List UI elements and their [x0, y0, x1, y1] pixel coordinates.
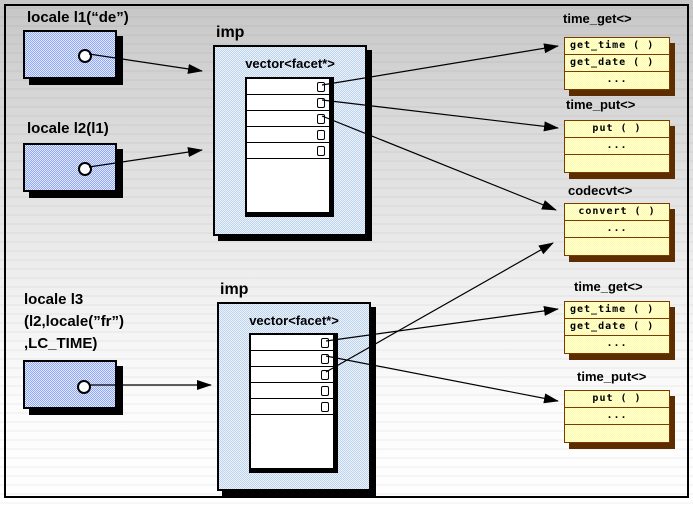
- facet-pointer-icon: [317, 114, 325, 124]
- facet-pointer-icon: [321, 386, 329, 396]
- facet-method-row: get_time ( ): [565, 302, 669, 319]
- locale-l1-box: [23, 30, 117, 79]
- facet-pointer-icon: [317, 146, 325, 156]
- facet-time-put-1-box: put ( ) ...: [564, 120, 670, 173]
- facet-method-row: ...: [565, 138, 669, 155]
- facet-pointer-icon: [321, 338, 329, 348]
- vector-slot: [247, 127, 329, 143]
- facet-pointer-icon: [321, 402, 329, 412]
- facet-method-row: [565, 425, 669, 441]
- imp-b-vector-table: [249, 333, 338, 473]
- locale-l3-box: [23, 360, 117, 409]
- locale-l3-label-line1: locale l3: [24, 291, 84, 308]
- locale-l3-label-line2: (l2,locale(”fr”): [24, 313, 125, 330]
- vector-slot: [247, 95, 329, 111]
- facet-pointer-icon: [317, 98, 325, 108]
- locale-l2-label: locale l2(l1): [27, 120, 109, 137]
- vector-slot: [251, 367, 333, 383]
- facet-method-row: [565, 155, 669, 171]
- vector-slot: [247, 143, 329, 159]
- facet-time-put-2-title: time_put<>: [577, 369, 647, 384]
- facet-codecvt-title: codecvt<>: [568, 183, 633, 198]
- facet-pointer-icon: [317, 82, 325, 92]
- vector-slot: [247, 79, 329, 95]
- vector-slot: [251, 351, 333, 367]
- facet-method-row: get_time ( ): [565, 38, 669, 55]
- facet-time-get-1-box: get_time ( ) get_date ( ) ...: [564, 37, 670, 90]
- imp-b-vector-title: vector<facet*>: [249, 313, 339, 328]
- facet-method-row: [565, 238, 669, 254]
- facet-pointer-icon: [317, 130, 325, 140]
- locale-l1-label: locale l1(“de”): [27, 9, 129, 26]
- vector-slot: [251, 335, 333, 351]
- locale-l2-box: [23, 143, 117, 192]
- locale-l2-port-circle-icon: [78, 162, 92, 176]
- facet-method-row: convert ( ): [565, 204, 669, 221]
- imp-b-label: imp: [220, 281, 249, 298]
- locale-l3-port-circle-icon: [77, 380, 91, 394]
- imp-a-vector-table: [245, 77, 334, 217]
- locale-l1-port-circle-icon: [78, 49, 92, 63]
- facet-method-row: get_date ( ): [565, 319, 669, 336]
- facet-pointer-icon: [321, 354, 329, 364]
- facet-method-row: get_date ( ): [565, 55, 669, 72]
- vector-slot: [247, 111, 329, 127]
- facet-method-row: ...: [606, 74, 628, 85]
- diagram-border: [4, 4, 689, 498]
- facet-time-get-2-title: time_get<>: [574, 279, 643, 294]
- facet-time-put-2-box: put ( ) ...: [564, 390, 670, 443]
- facet-pointer-icon: [321, 370, 329, 380]
- vector-slot: [251, 383, 333, 399]
- imp-a-label: imp: [216, 24, 245, 41]
- imp-a-vector-title: vector<facet*>: [245, 56, 335, 71]
- facet-method-row: put ( ): [565, 391, 669, 408]
- facet-codecvt-box: convert ( ) ...: [564, 203, 670, 256]
- facet-method-row: put ( ): [565, 121, 669, 138]
- locale-l3-label-line3: ,LC_TIME): [24, 335, 98, 352]
- facet-time-get-2-box: get_time ( ) get_date ( ) ...: [564, 301, 670, 354]
- facet-method-row: ...: [565, 221, 669, 238]
- vector-slot: [251, 399, 333, 415]
- facet-time-put-1-title: time_put<>: [566, 97, 636, 112]
- facet-method-row: ...: [565, 408, 669, 425]
- facet-method-row: ...: [606, 338, 628, 349]
- facet-time-get-1-title: time_get<>: [563, 11, 632, 26]
